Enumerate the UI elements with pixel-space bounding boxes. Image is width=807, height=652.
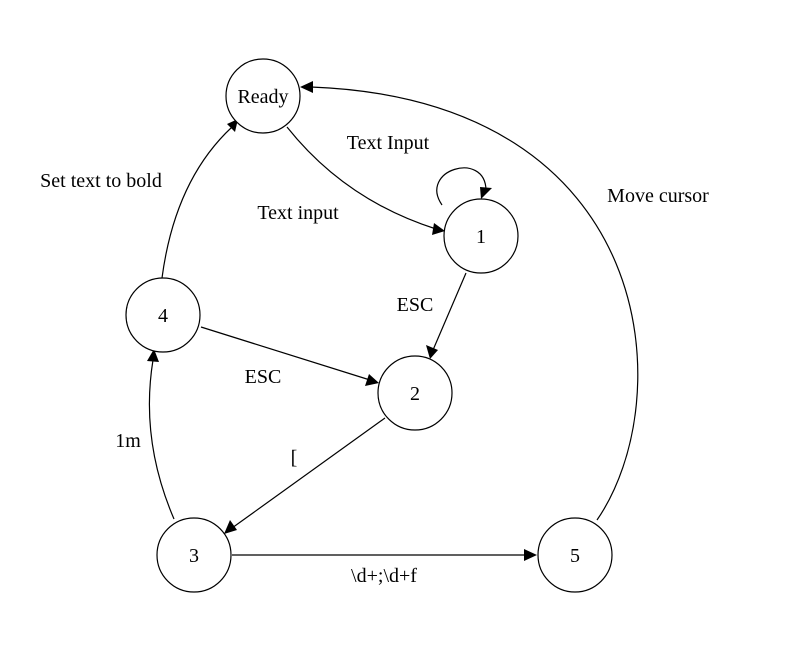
edge-3-to-5	[232, 549, 537, 561]
edge-loop-1-arrowhead	[480, 187, 492, 199]
edge-label-1m: 1m	[115, 430, 141, 452]
edge-loop-1-line	[436, 167, 487, 206]
edge-2-to-3-arrowhead	[224, 520, 237, 534]
state-4-label: 4	[158, 305, 168, 327]
edge-label-text-input: Text input	[257, 202, 339, 224]
edge-label-move-cursor: Move cursor	[607, 185, 709, 207]
edge-ready-to-1-arrowhead	[432, 223, 445, 235]
edge-2-to-3	[224, 417, 386, 534]
state-2-circle	[377, 355, 453, 431]
state-5-label: 5	[570, 545, 580, 567]
edge-label-cursor-pattern: \d+;\d+f	[351, 565, 417, 587]
edge-5-to-ready-arrowhead	[300, 81, 313, 93]
edge-1-to-2-arrowhead	[426, 345, 438, 359]
edge-4-to-2	[200, 326, 379, 386]
edge-4-to-ready-arrowhead	[227, 119, 238, 132]
edge-1-to-2-line	[432, 272, 467, 351]
state-ready-circle	[225, 58, 301, 134]
edge-3-to-4-line	[148, 359, 175, 520]
edge-label-esc-1-to-2: ESC	[397, 294, 434, 316]
state-ready-label: Ready	[237, 86, 288, 108]
state-5-circle	[537, 517, 613, 593]
state-1: 1	[443, 198, 519, 274]
edge-2-to-3-line	[231, 417, 386, 529]
edge-4-to-2-arrowhead	[365, 374, 379, 386]
state-ready: Ready	[225, 58, 301, 134]
state-1-label: 1	[476, 226, 486, 248]
state-2: 2	[377, 355, 453, 431]
state-4-circle	[125, 277, 201, 353]
edge-label-bracket: [	[291, 447, 298, 469]
state-3-label: 3	[189, 545, 199, 567]
edge-3-to-5-arrowhead	[524, 549, 537, 561]
state-3: 3	[156, 517, 232, 593]
edge-4-to-2-line	[200, 326, 371, 381]
edge-1-to-2	[426, 272, 467, 359]
state-5: 5	[537, 517, 613, 593]
state-3-circle	[156, 517, 232, 593]
edge-ready-to-1	[286, 126, 445, 235]
edge-4-to-ready	[161, 119, 238, 279]
state-1-circle	[443, 198, 519, 274]
edge-5-to-ready-line	[310, 86, 639, 521]
edge-loop-1	[436, 167, 492, 206]
state-4: 4	[125, 277, 201, 353]
edge-label-set-text-to-bold: Set text to bold	[40, 170, 162, 192]
edge-label-esc-4-to-2: ESC	[245, 366, 282, 388]
edge-label-text-input-loop: Text Input	[347, 132, 430, 154]
edge-4-to-ready-line	[161, 126, 233, 279]
edge-5-to-ready	[300, 81, 639, 521]
state-2-label: 2	[410, 383, 420, 405]
edge-3-to-4-arrowhead	[147, 349, 159, 362]
edge-3-to-4	[147, 349, 175, 520]
edge-ready-to-1-line	[286, 126, 437, 230]
